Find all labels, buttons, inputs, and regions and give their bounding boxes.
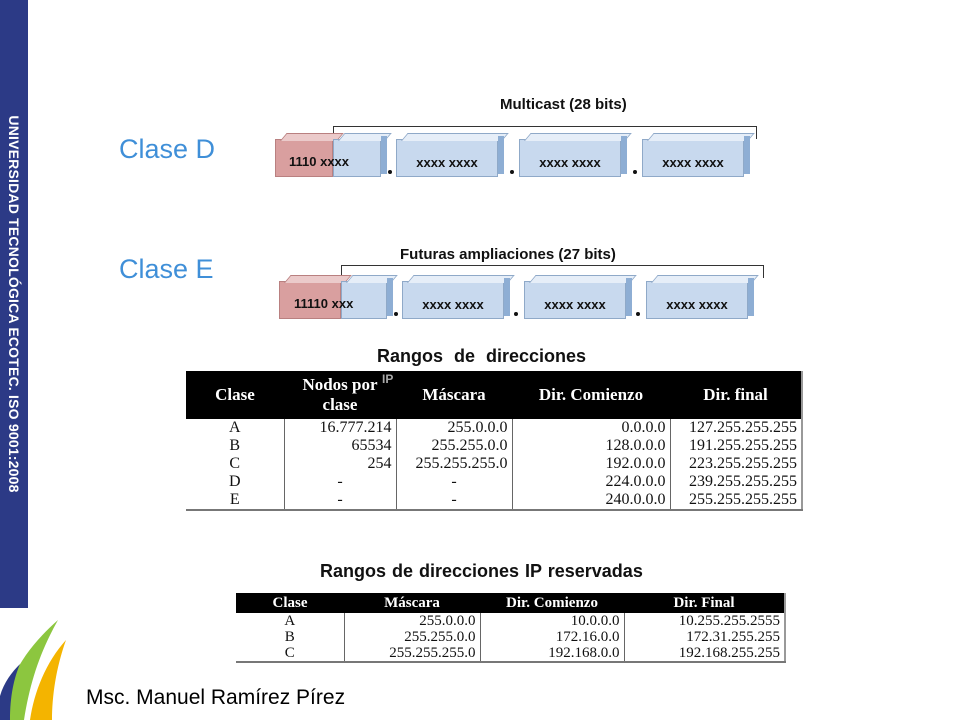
leaf-logo-icon bbox=[0, 620, 66, 720]
class-e-octet-2: xxxx xxxx bbox=[402, 275, 515, 319]
class-e-title: Clase E bbox=[119, 254, 214, 284]
dot-separator bbox=[636, 312, 640, 316]
class-e-prefix-label: 11110 xxx bbox=[294, 296, 354, 311]
cell: 192.0.0.0 bbox=[512, 455, 671, 473]
reserved-table: Clase Máscara Dir. Comienzo Dir. Final A… bbox=[236, 593, 786, 663]
cell: 255.0.0.0 bbox=[344, 613, 481, 629]
cell: D bbox=[186, 473, 285, 491]
class-d-bracket-label: Multicast (28 bits) bbox=[500, 96, 627, 113]
column-header: Máscara bbox=[344, 593, 480, 613]
cell: 223.255.255.255 bbox=[670, 455, 803, 473]
cell: 255.0.0.0 bbox=[396, 419, 513, 437]
cell: 239.255.255.255 bbox=[670, 473, 803, 491]
university-label: UNIVERSIDAD TECNOLÓGICA ECOTEC. ISO 9001… bbox=[6, 115, 22, 493]
cell: 255.255.0.0 bbox=[396, 437, 513, 455]
cell: - bbox=[284, 491, 397, 510]
cell: 254 bbox=[284, 455, 397, 473]
table-row: A 255.0.0.0 10.0.0.0 10.255.255.2555 bbox=[236, 613, 786, 629]
cell: 255.255.255.255 bbox=[670, 491, 803, 510]
table-row: C 255.255.255.0 192.168.0.0 192.168.255.… bbox=[236, 645, 786, 662]
cell: 65534 bbox=[284, 437, 397, 455]
cell: B bbox=[186, 437, 285, 455]
class-e-octet-4: xxxx xxxx bbox=[646, 275, 759, 319]
class-d-bracket bbox=[333, 126, 757, 139]
cell: - bbox=[396, 473, 513, 491]
class-d-octet-2: xxxx xxxx bbox=[396, 133, 509, 177]
class-e-bracket bbox=[341, 265, 764, 278]
class-d-prefix-block bbox=[275, 133, 344, 177]
dot-separator bbox=[388, 170, 392, 174]
author-name: Msc. Manuel Ramírez Pírez bbox=[86, 686, 346, 709]
cell: C bbox=[236, 645, 345, 662]
column-header: Dir. Comienzo bbox=[512, 371, 670, 419]
table-row: C 254 255.255.255.0 192.0.0.0 223.255.25… bbox=[186, 455, 803, 473]
cell: 16.777.214 bbox=[284, 419, 397, 437]
cell: 172.31.255.255 bbox=[624, 629, 786, 645]
class-d-title: Clase D bbox=[119, 134, 216, 164]
cell: 10.255.255.2555 bbox=[624, 613, 786, 629]
cell: 128.0.0.0 bbox=[512, 437, 671, 455]
cell: C bbox=[186, 455, 285, 473]
dot-separator bbox=[514, 312, 518, 316]
class-e-octet-3: xxxx xxxx bbox=[524, 275, 637, 319]
side-band bbox=[0, 0, 28, 608]
class-e-bracket-label: Futuras ampliaciones (27 bits) bbox=[400, 246, 616, 263]
dot-separator bbox=[394, 312, 398, 316]
ranges-table-title: Rangos de direcciones bbox=[377, 346, 587, 366]
dot-separator bbox=[510, 170, 514, 174]
cell: 127.255.255.255 bbox=[670, 419, 803, 437]
class-d-octet-3: xxxx xxxx bbox=[519, 133, 632, 177]
cell: 191.255.255.255 bbox=[670, 437, 803, 455]
cell: 255.255.255.0 bbox=[344, 645, 481, 662]
table-row: B 65534 255.255.0.0 128.0.0.0 191.255.25… bbox=[186, 437, 803, 455]
ghost-ip-text: IP bbox=[382, 372, 394, 386]
cell: A bbox=[236, 613, 345, 629]
reserved-table-title: Rangos de direcciones IP reservadas bbox=[320, 561, 643, 581]
cell: 0.0.0.0 bbox=[512, 419, 671, 437]
cell: - bbox=[284, 473, 397, 491]
cell: 255.255.0.0 bbox=[344, 629, 481, 645]
ranges-table: Clase Nodos por clase Máscara Dir. Comie… bbox=[186, 371, 803, 511]
cell: 172.16.0.0 bbox=[480, 629, 625, 645]
column-header: Dir. final bbox=[670, 371, 802, 419]
class-e-prefix-rest bbox=[341, 275, 398, 319]
cell: 10.0.0.0 bbox=[480, 613, 625, 629]
cell: 224.0.0.0 bbox=[512, 473, 671, 491]
cell: E bbox=[186, 491, 285, 510]
table-row: E - - 240.0.0.0 255.255.255.255 bbox=[186, 491, 803, 510]
cell: 255.255.255.0 bbox=[396, 455, 513, 473]
table-row: A 16.777.214 255.0.0.0 0.0.0.0 127.255.2… bbox=[186, 419, 803, 437]
column-header: Clase bbox=[236, 593, 344, 613]
table-header-row: Clase Nodos por clase Máscara Dir. Comie… bbox=[186, 371, 802, 419]
column-header: Dir. Final bbox=[624, 593, 785, 613]
column-header: Máscara bbox=[396, 371, 512, 419]
column-header: Clase bbox=[186, 371, 284, 419]
cell: 192.168.0.0 bbox=[480, 645, 625, 662]
cell: 240.0.0.0 bbox=[512, 491, 671, 510]
column-header: Dir. Comienzo bbox=[480, 593, 624, 613]
dot-separator bbox=[633, 170, 637, 174]
class-e-prefix-block bbox=[279, 275, 352, 319]
cell: A bbox=[186, 419, 285, 437]
table-row: D - - 224.0.0.0 239.255.255.255 bbox=[186, 473, 803, 491]
cell: 192.168.255.255 bbox=[624, 645, 786, 662]
class-d-prefix-rest bbox=[333, 133, 392, 177]
class-d-prefix-label: 1110 xxxx bbox=[289, 154, 350, 169]
table-row: B 255.255.0.0 172.16.0.0 172.31.255.255 bbox=[236, 629, 786, 645]
table-header-row: Clase Máscara Dir. Comienzo Dir. Final bbox=[236, 593, 785, 613]
cell: B bbox=[236, 629, 345, 645]
class-d-octet-4: xxxx xxxx bbox=[642, 133, 755, 177]
column-header: Nodos por clase bbox=[284, 371, 396, 419]
cell: - bbox=[396, 491, 513, 510]
